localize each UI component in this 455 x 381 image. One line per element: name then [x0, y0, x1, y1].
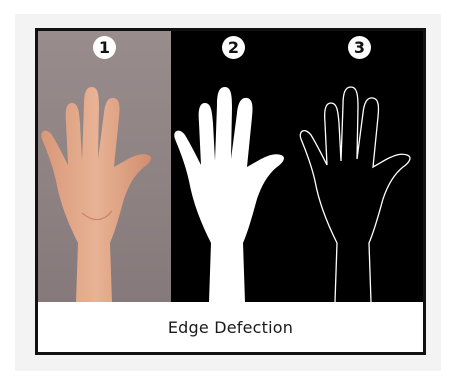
figure-frame: 1 2: [35, 28, 426, 355]
panel-silhouette: 2: [171, 31, 297, 302]
hand-outline-icon: [297, 63, 423, 302]
panel-edge-outline: 3: [297, 31, 423, 302]
hand-photo-icon: [38, 63, 164, 302]
caption-text: Edge Defection: [168, 318, 293, 337]
panels-row: 1 2: [38, 31, 423, 302]
card: 1 2: [15, 14, 441, 371]
panel-number-badge-2: 2: [222, 36, 245, 59]
panel-number-badge-3: 3: [348, 36, 371, 59]
hand-photo-shape: [41, 87, 151, 302]
hand-silhouette-icon: [171, 63, 297, 302]
caption-bar: Edge Defection: [38, 302, 423, 352]
hand-outline-shape: [300, 87, 410, 302]
panel-original-photo: 1: [38, 31, 171, 302]
hand-silhouette-shape: [174, 87, 284, 302]
panel-number-badge-1: 1: [93, 36, 116, 59]
